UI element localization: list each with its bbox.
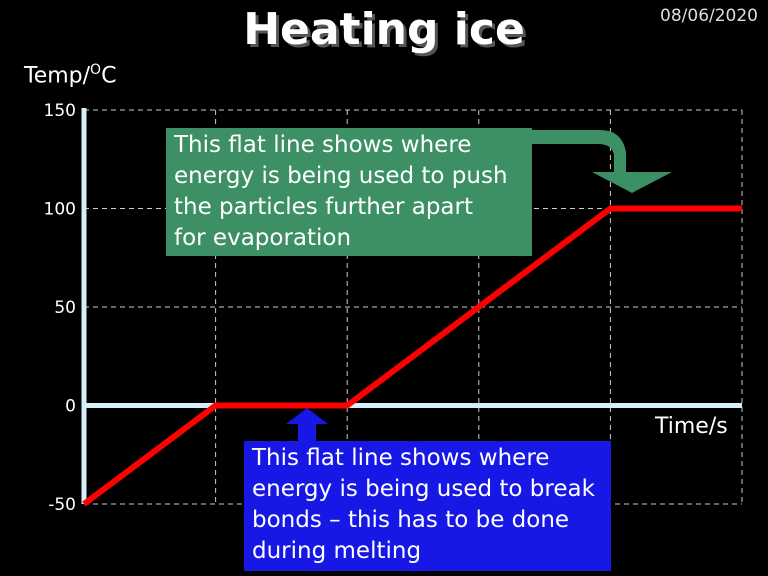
callout-line: This flat line shows where [252, 445, 550, 471]
y-axis-label: Temp/OC [24, 62, 116, 88]
date-label: 08/06/2020 [660, 6, 758, 26]
x-axis-label: Time/s [655, 414, 728, 439]
callout-line: for evaporation [174, 225, 352, 251]
chart-title: Heating ice [243, 4, 525, 55]
y-axis-label-text: Temp/ [24, 63, 91, 89]
up-arrow-icon [286, 408, 328, 441]
y-axis-label-sup: O [90, 62, 102, 78]
callout-line: during melting [252, 538, 422, 564]
callout-line: bonds – this has to be done [252, 507, 570, 533]
y-tick-label: 100 [44, 200, 76, 220]
callout-line: the particles further apart [174, 194, 473, 220]
y-axis-label-unit: C [101, 63, 117, 89]
series-line [82, 205, 742, 507]
callout-line: energy is being used to push [174, 163, 508, 189]
evaporation-callout: This flat line shows where energy is bei… [166, 128, 532, 256]
y-tick-labels: 150 100 50 0 -50 [44, 101, 76, 515]
y-tick-label: 150 [44, 101, 76, 121]
curved-arrow-icon [532, 130, 672, 193]
y-tick-label: 50 [54, 298, 76, 318]
y-tick-label: -50 [48, 495, 76, 515]
y-tick-label: 0 [65, 397, 76, 417]
melting-callout: This flat line shows where energy is bei… [244, 441, 611, 571]
callout-line: energy is being used to break [252, 476, 595, 502]
callout-line: This flat line shows where [174, 132, 472, 158]
